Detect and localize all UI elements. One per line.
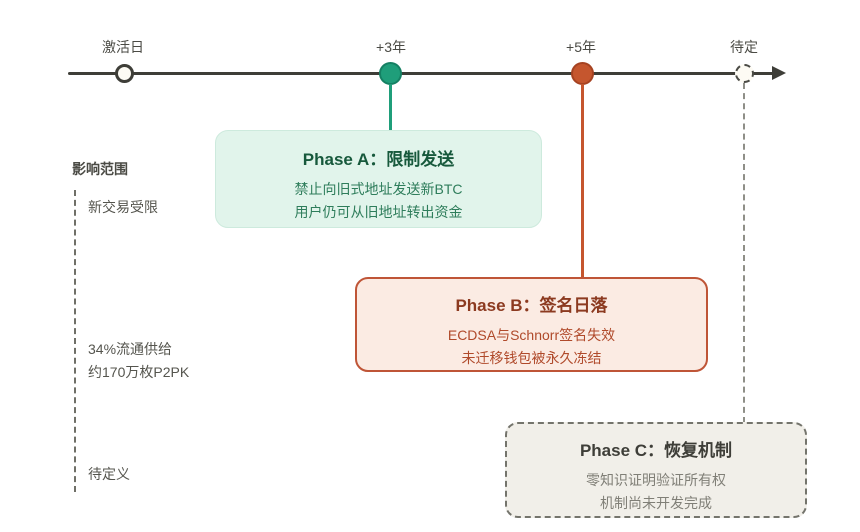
phase-a-line-2: 用户仍可从旧地址转出资金 [294, 204, 463, 220]
impact-item-supply-line-2: 约170万枚P2PK [88, 364, 190, 380]
impact-item-supply-line-1: 34%流通供给 [88, 341, 173, 357]
timeline-axis [68, 72, 774, 75]
timeline-arrowhead-icon [772, 66, 786, 80]
phase-b-line-1: ECDSA与Schnorr签名失效 [447, 327, 616, 343]
phase-c-title: Phase C：恢复机制 [579, 441, 733, 460]
impact-item-supply: 34%流通供给 约170万枚P2PK [88, 338, 189, 384]
connector-phase-c [743, 83, 745, 423]
impact-item-new-tx-line: 新交易受限 [88, 199, 158, 215]
milestone-label-activation: 激活日 [102, 39, 144, 55]
impact-scope-label: 影响范围 [72, 161, 128, 177]
impact-item-tbd-line: 待定义 [88, 466, 130, 482]
milestone-label-tbd: 待定 [730, 39, 758, 55]
impact-item-tbd: 待定义 [88, 463, 130, 486]
phase-c-card: Phase C：恢复机制 零知识证明验证所有权 机制尚未开发完成 [505, 422, 807, 518]
connector-phase-a [389, 84, 392, 131]
phase-a-card: Phase A：限制发送 禁止向旧式地址发送新BTC 用户仍可从旧地址转出资金 [215, 130, 542, 228]
phase-b-card: Phase B：签名日落 ECDSA与Schnorr签名失效 未迁移钱包被永久冻… [355, 277, 708, 372]
phase-a-line-1: 禁止向旧式地址发送新BTC [294, 181, 463, 197]
milestone-dot-plus5y [571, 62, 594, 85]
impact-rail-line [74, 190, 76, 492]
impact-item-new-tx: 新交易受限 [88, 196, 158, 219]
phase-b-title: Phase B：签名日落 [455, 296, 608, 315]
milestone-dot-plus3y [379, 62, 402, 85]
phase-c-line-1: 零知识证明验证所有权 [586, 472, 726, 488]
phase-a-title: Phase A：限制发送 [302, 150, 455, 169]
milestone-label-plus3y: +3年 [376, 39, 406, 55]
milestone-dot-tbd [735, 64, 754, 83]
milestone-label-plus5y: +5年 [566, 39, 596, 55]
connector-phase-b [581, 84, 584, 278]
phase-c-line-2: 机制尚未开发完成 [600, 495, 712, 511]
phase-b-line-2: 未迁移钱包被永久冻结 [461, 350, 602, 366]
milestone-dot-activation [115, 64, 134, 83]
